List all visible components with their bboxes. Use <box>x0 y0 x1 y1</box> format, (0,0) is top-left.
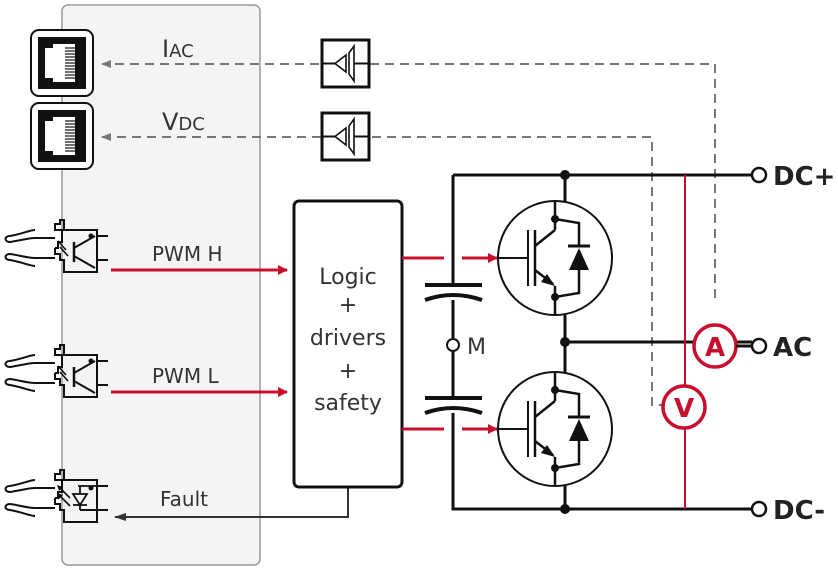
logic-line-3: drivers <box>310 326 386 351</box>
power-wiring <box>451 173 752 511</box>
igbt-low-icon <box>496 370 614 488</box>
midpoint-terminal <box>446 338 460 352</box>
fault-fiber-transmitter-icon[interactable] <box>4 469 109 523</box>
logic-line-2: + <box>339 293 357 318</box>
junction-dot <box>560 504 570 514</box>
junction-dot <box>560 170 570 180</box>
pwm-l-fiber-receiver-icon[interactable] <box>4 344 109 398</box>
interface-panel <box>61 4 261 566</box>
pwm-h-label: PWM H <box>152 242 223 266</box>
junction-dot <box>560 337 570 347</box>
pwm-h-fiber-receiver-icon[interactable] <box>4 219 109 273</box>
iac-rj45-connector-icon[interactable] <box>30 29 94 97</box>
ac-terminal[interactable]: AC <box>736 333 812 363</box>
iac-feedback-line <box>101 60 716 298</box>
svg-text:A: A <box>705 333 725 363</box>
vdc-rj45-connector-icon[interactable] <box>30 102 94 170</box>
logic-line-4: + <box>339 359 357 384</box>
midpoint-label: M <box>467 335 486 360</box>
svg-text:DC-: DC- <box>773 496 825 526</box>
vdc-feedback-line <box>101 133 668 406</box>
voltmeter-icon: V <box>661 384 707 430</box>
igbt-high-icon <box>496 199 614 317</box>
logic-line-5: safety <box>314 391 382 416</box>
dc-link-capacitor-high-icon <box>424 283 483 302</box>
dc-plus-terminal[interactable]: DC+ <box>750 162 835 192</box>
logic-drivers-safety-block <box>292 199 404 489</box>
dc-link-capacitor-low-icon <box>424 396 483 415</box>
svg-text:AC: AC <box>773 333 812 363</box>
vdc-isolator-icon <box>320 111 371 162</box>
svg-text:DC+: DC+ <box>773 162 835 192</box>
iac-isolator-icon <box>320 38 371 89</box>
dc-minus-terminal[interactable]: DC- <box>750 496 825 526</box>
vdc-label: VDC <box>162 108 205 136</box>
pwm-l-label: PWM L <box>152 364 219 388</box>
fault-label: Fault <box>160 487 208 511</box>
ammeter-icon: A <box>692 323 738 369</box>
iac-label: IAC <box>162 35 194 63</box>
logic-line-1: Logic <box>319 265 377 290</box>
svg-text:V: V <box>674 394 694 424</box>
fault-signal-arrow <box>114 487 349 521</box>
